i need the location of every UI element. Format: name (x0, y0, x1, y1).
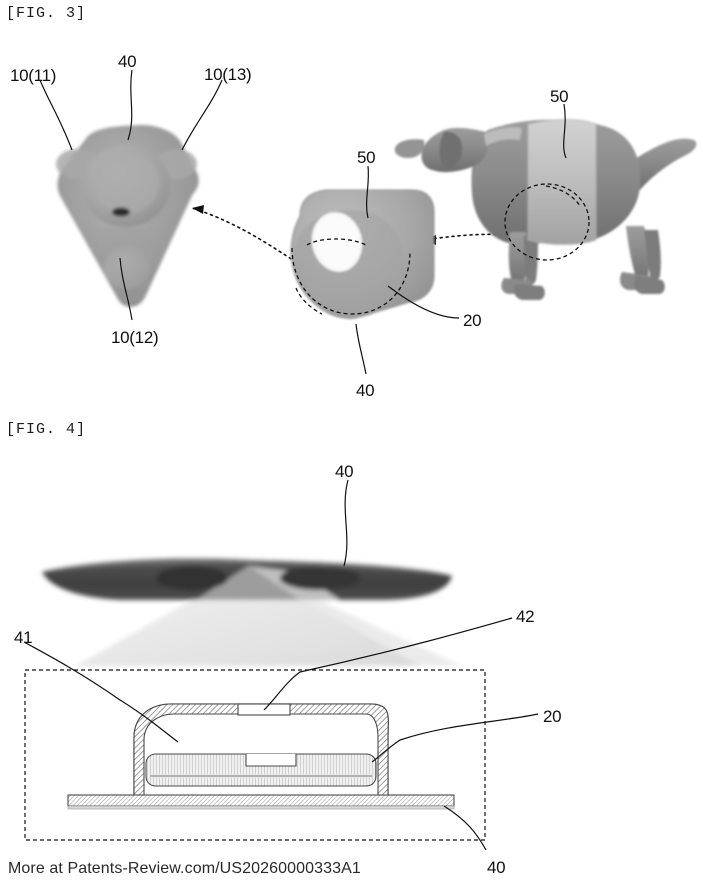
ref-label-10-11: 10(11) (10, 66, 57, 85)
device-body-render (290, 189, 435, 319)
ref-label-40-middle: 40 (356, 381, 375, 400)
dog-render (394, 119, 697, 300)
dog-device-location-outline (504, 183, 590, 261)
internal-module-20 (145, 753, 377, 787)
cover-cross-section (67, 703, 455, 810)
ref-label-20-fig4: 20 (543, 707, 562, 726)
cover-perspective-render (42, 558, 462, 666)
base-plate (67, 794, 455, 807)
ref-label-41: 41 (14, 628, 33, 647)
ref-label-40-top: 40 (118, 52, 137, 71)
footer-attribution: More at Patents-Review.com/US20260000333… (8, 860, 361, 877)
cover-wall-hatched (133, 703, 389, 801)
ref-label-10-13: 10(13) (204, 65, 252, 84)
ref-label-50-middle: 50 (357, 148, 376, 167)
figure-3-hidden-outlines (291, 238, 411, 315)
figure-3-dog-leader (563, 103, 567, 159)
figure-4-header: [FIG. 4] (6, 421, 87, 438)
ref-label-40-fig4-bottom: 40 (487, 858, 506, 877)
ref-label-10-12: 10(12) (111, 328, 159, 347)
ref-label-42: 42 (516, 607, 535, 626)
figure-3-header: [FIG. 3] (6, 5, 87, 22)
figure-4-leader-lines (23, 479, 539, 851)
triangular-housing-render (56, 125, 199, 307)
figure-3-transfer-arrows (191, 207, 521, 263)
figure-3-middle-leaders (355, 165, 460, 375)
ref-label-40-fig4-top: 40 (335, 462, 354, 481)
figure-3-arrowheads (192, 205, 436, 245)
cover-window-42 (237, 703, 291, 716)
section-boundary-box (24, 669, 486, 841)
ref-label-20-middle: 20 (463, 311, 482, 330)
figure-3-leader-lines (39, 69, 223, 321)
ref-label-50-dog: 50 (550, 87, 569, 106)
